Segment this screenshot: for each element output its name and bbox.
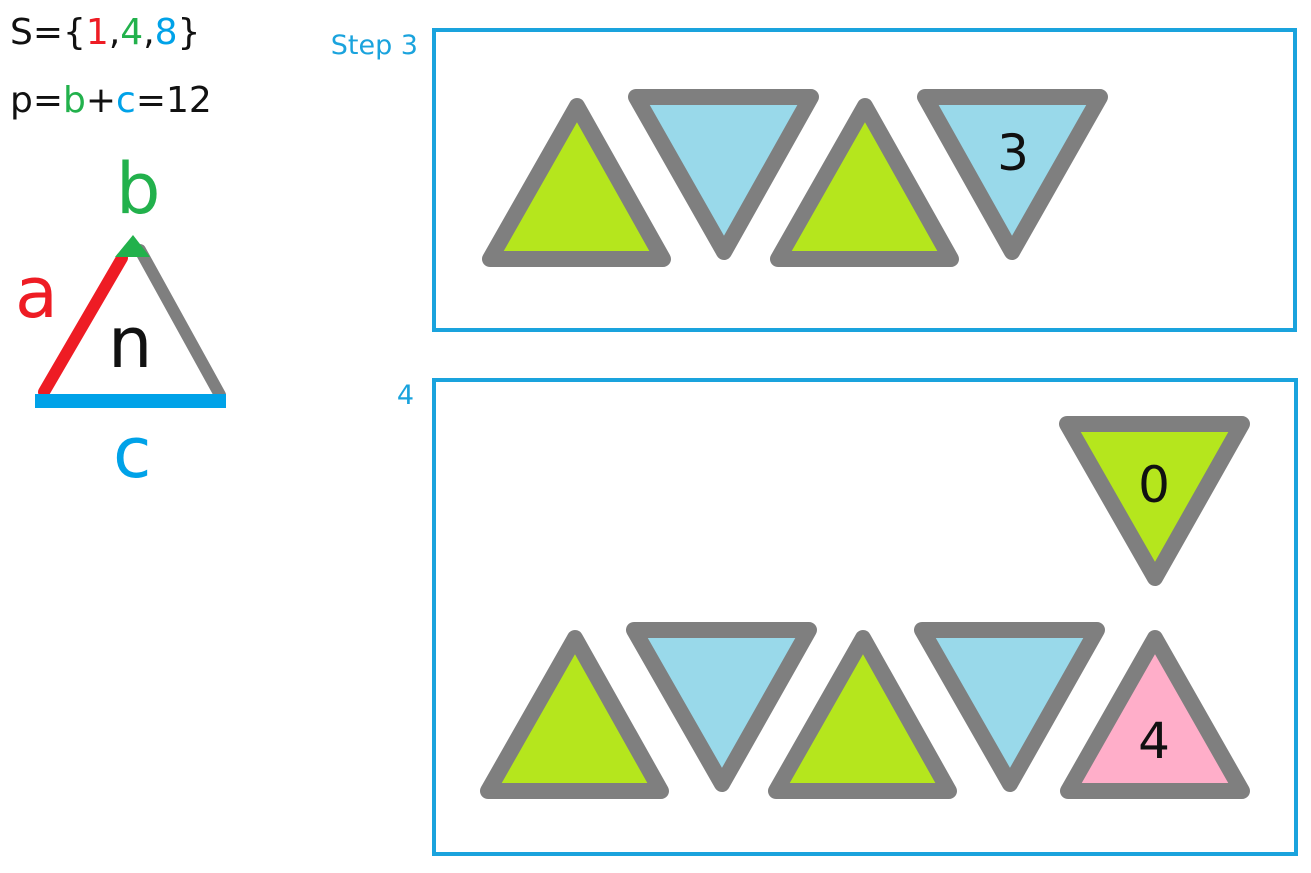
vertex-b-green [115, 235, 150, 257]
step-3-triangle-1 [482, 98, 671, 267]
edge-right-gray [134, 244, 226, 401]
set-suffix: } [177, 12, 201, 53]
center-n-label: n [108, 302, 152, 384]
step-4-triangle-2 [626, 622, 817, 792]
step-4-triangle-top-label: 0 [1138, 456, 1170, 514]
set-value-3: 8 [154, 12, 178, 53]
step-4-triangle-3 [768, 630, 957, 799]
set-separator: , [143, 12, 155, 53]
step-4-triangle-1 [480, 630, 669, 799]
step-3-triangle-3 [770, 98, 959, 267]
step-4-triangle-5: 4 [1060, 630, 1250, 799]
step-3-triangle-4-label: 3 [997, 124, 1029, 182]
set-value-2: 4 [120, 12, 144, 53]
side-c-label: c [113, 412, 152, 494]
perimeter-b: b [63, 80, 86, 121]
perimeter-c: c [116, 80, 136, 121]
perimeter-suffix: =12 [135, 80, 212, 121]
set-value-1: 1 [85, 12, 109, 53]
step-3-triangle-4: 3 [917, 89, 1108, 260]
set-prefix: S={ [10, 12, 86, 53]
edge-a-red [38, 252, 128, 398]
step-4-triangle-4 [914, 622, 1105, 792]
set-separator: , [108, 12, 121, 53]
side-a-label: a [15, 252, 58, 334]
set-formula: S={1,4,8} [10, 12, 200, 53]
perimeter-plus: + [85, 80, 117, 121]
step-4-label: 4 [396, 380, 414, 411]
side-b-label: b [116, 148, 160, 230]
step-3-label: Step 3 [330, 30, 418, 61]
legend-triangle-diagram: b a n c [15, 148, 226, 494]
perimeter-prefix: p= [10, 80, 64, 121]
perimeter-formula: p=b+c=12 [10, 80, 212, 121]
step-4-triangle-top: 0 [1059, 416, 1250, 586]
step-3-triangle-2 [628, 89, 819, 260]
step-4-triangle-5-label: 4 [1138, 712, 1170, 770]
